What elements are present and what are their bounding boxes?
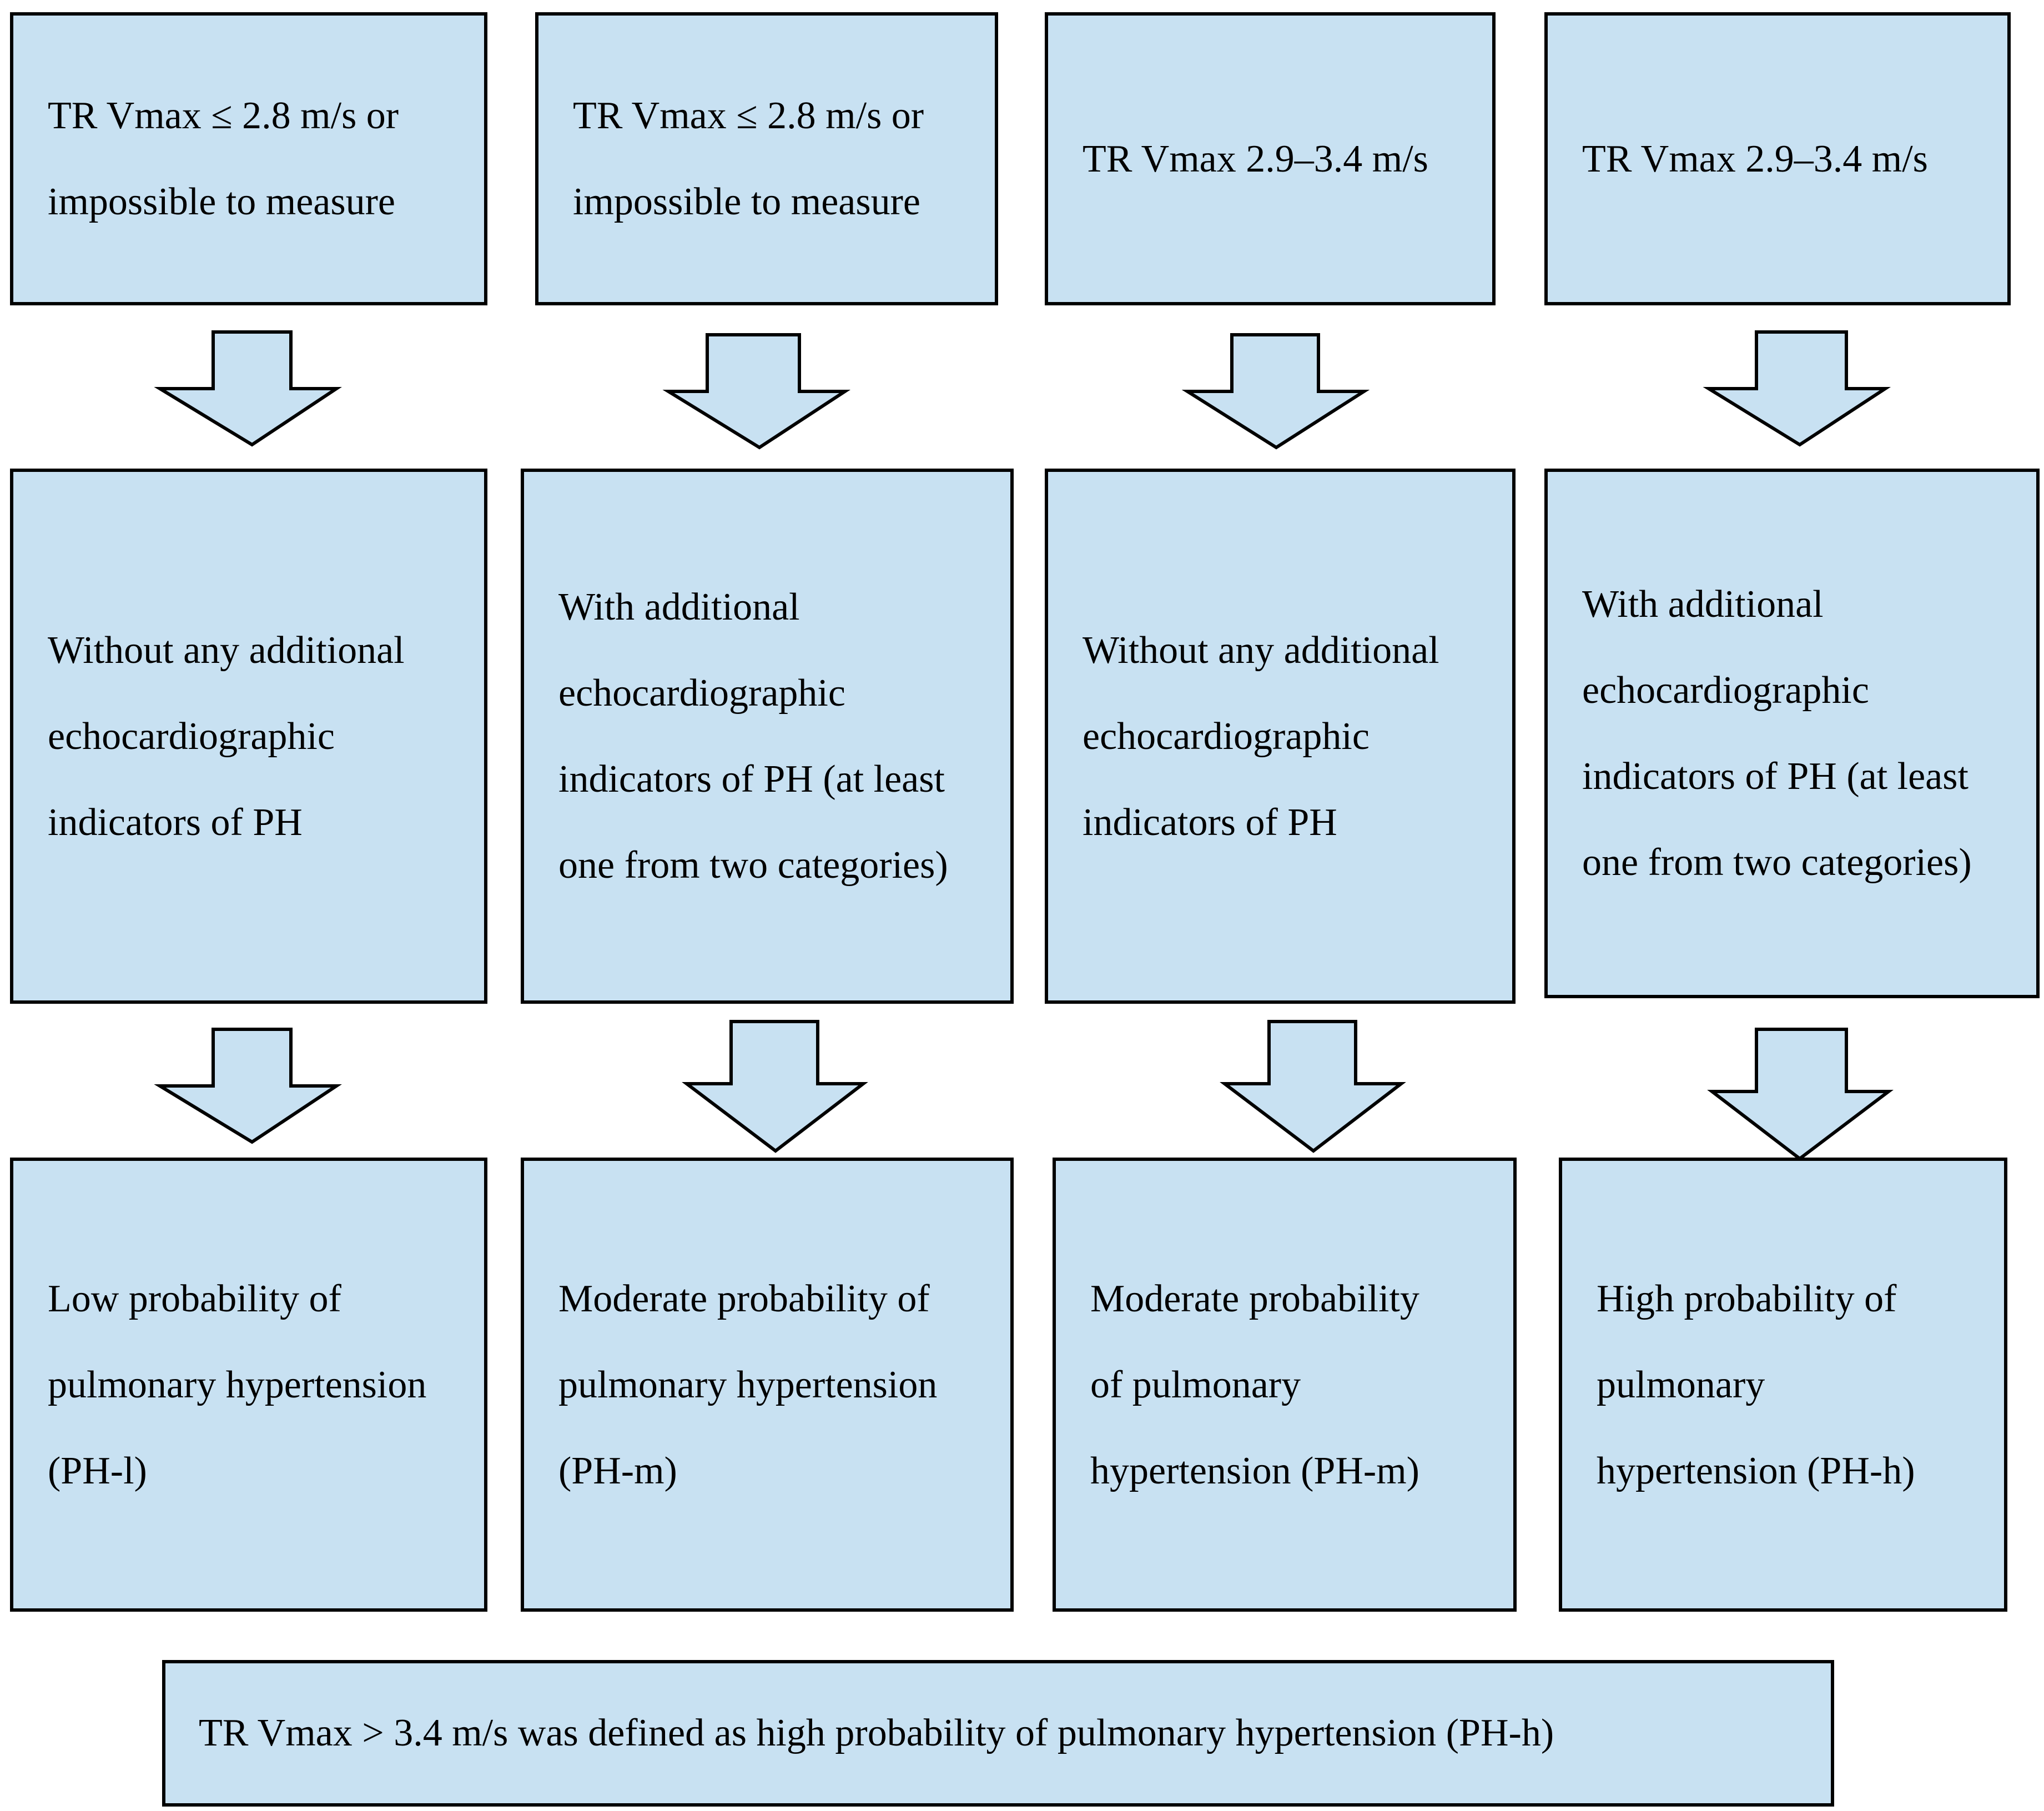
indicators-line: Without any additional	[48, 628, 405, 672]
indicators-line: indicators of PH	[1083, 801, 1337, 844]
result-line: hypertension (PH-h)	[1597, 1449, 1915, 1492]
result-line: Moderate probability	[1090, 1277, 1419, 1320]
result-line: pulmonary hypertension	[48, 1363, 427, 1406]
indicators-box-3: Without any additional echocardiographic…	[1045, 469, 1516, 1004]
indicators-line: echocardiographic	[1582, 669, 1869, 712]
indicators-line: echocardiographic	[48, 715, 335, 758]
indicators-box-2: With additional echocardiographic indica…	[521, 469, 1014, 1004]
result-box-4: High probability of pulmonary hypertensi…	[1559, 1158, 2007, 1612]
result-line: (PH-m)	[558, 1449, 677, 1492]
criterion-line: TR Vmax 2.9–3.4 m/s	[1083, 137, 1428, 180]
down-arrow-icon	[1220, 1020, 1406, 1153]
indicators-line: one from two categories)	[1582, 841, 1972, 884]
indicators-line: indicators of PH	[48, 801, 303, 844]
down-arrow-icon	[682, 1020, 868, 1153]
down-arrow-icon	[1181, 333, 1370, 450]
criterion-box-3: TR Vmax 2.9–3.4 m/s	[1045, 12, 1496, 305]
indicators-line: indicators of PH (at least	[558, 758, 945, 801]
down-arrow-icon	[1707, 1028, 1894, 1161]
result-line: (PH-l)	[48, 1449, 147, 1492]
result-box-2: Moderate probability of pulmonary hypert…	[521, 1158, 1014, 1612]
criterion-line: TR Vmax 2.9–3.4 m/s	[1582, 137, 1928, 180]
result-line: Moderate probability of	[558, 1277, 930, 1320]
down-arrow-icon	[154, 1028, 342, 1144]
footer-note-text: TR Vmax > 3.4 m/s was defined as high pr…	[199, 1712, 1554, 1754]
indicators-box-4: With additional echocardiographic indica…	[1544, 469, 2040, 998]
criterion-line: TR Vmax ≤ 2.8 m/s or	[573, 94, 924, 137]
result-line: pulmonary hypertension	[558, 1363, 938, 1406]
footer-note-box: TR Vmax > 3.4 m/s was defined as high pr…	[162, 1660, 1834, 1807]
indicators-line: echocardiographic	[558, 672, 845, 715]
down-arrow-icon	[662, 333, 851, 450]
criterion-line: impossible to measure	[48, 180, 396, 223]
criterion-line: TR Vmax ≤ 2.8 m/s or	[48, 94, 399, 137]
indicators-line: Without any additional	[1083, 628, 1439, 672]
indicators-line: With additional	[558, 586, 800, 628]
result-line: of pulmonary	[1090, 1363, 1301, 1406]
criterion-box-2: TR Vmax ≤ 2.8 m/s or impossible to measu…	[535, 12, 998, 305]
result-box-3: Moderate probability of pulmonary hypert…	[1053, 1158, 1517, 1612]
down-arrow-icon	[1703, 330, 1891, 447]
indicators-box-1: Without any additional echocardiographic…	[10, 469, 487, 1004]
result-line: High probability of	[1597, 1277, 1897, 1320]
criterion-line: impossible to measure	[573, 180, 921, 223]
indicators-line: indicators of PH (at least	[1582, 755, 1969, 798]
indicators-line: one from two categories)	[558, 844, 948, 887]
criterion-box-4: TR Vmax 2.9–3.4 m/s	[1544, 12, 2011, 305]
indicators-line: echocardiographic	[1083, 715, 1370, 758]
down-arrow-icon	[154, 330, 342, 447]
criterion-box-1: TR Vmax ≤ 2.8 m/s or impossible to measu…	[10, 12, 487, 305]
indicators-line: With additional	[1582, 583, 1824, 626]
result-line: pulmonary	[1597, 1363, 1765, 1406]
result-line: Low probability of	[48, 1277, 341, 1320]
result-line: hypertension (PH-m)	[1090, 1449, 1419, 1492]
result-box-1: Low probability of pulmonary hypertensio…	[10, 1158, 487, 1612]
